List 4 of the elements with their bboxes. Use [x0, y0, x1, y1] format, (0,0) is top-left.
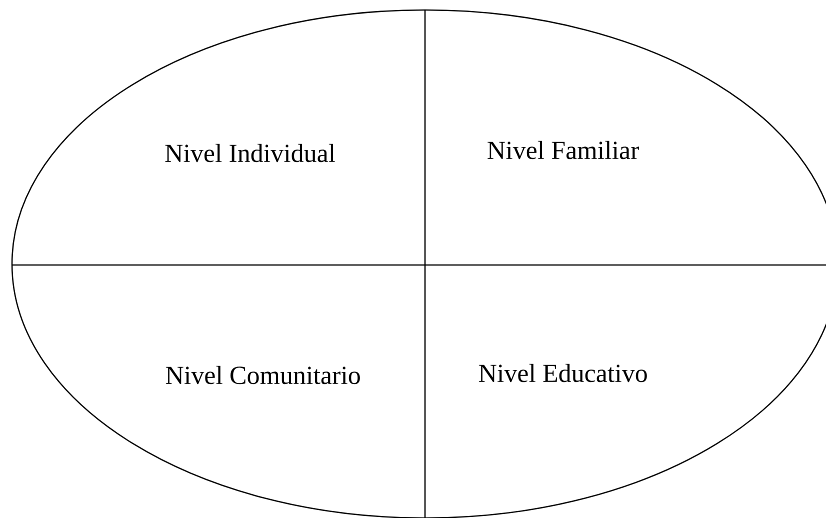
quadrant-label: Nivel Comunitario [166, 366, 360, 384]
quadrant-label: Nivel Individual [165, 144, 336, 162]
quadrant-label: Nivel Familiar [488, 140, 639, 160]
quadrant-label: Nivel Educativo [478, 364, 647, 382]
